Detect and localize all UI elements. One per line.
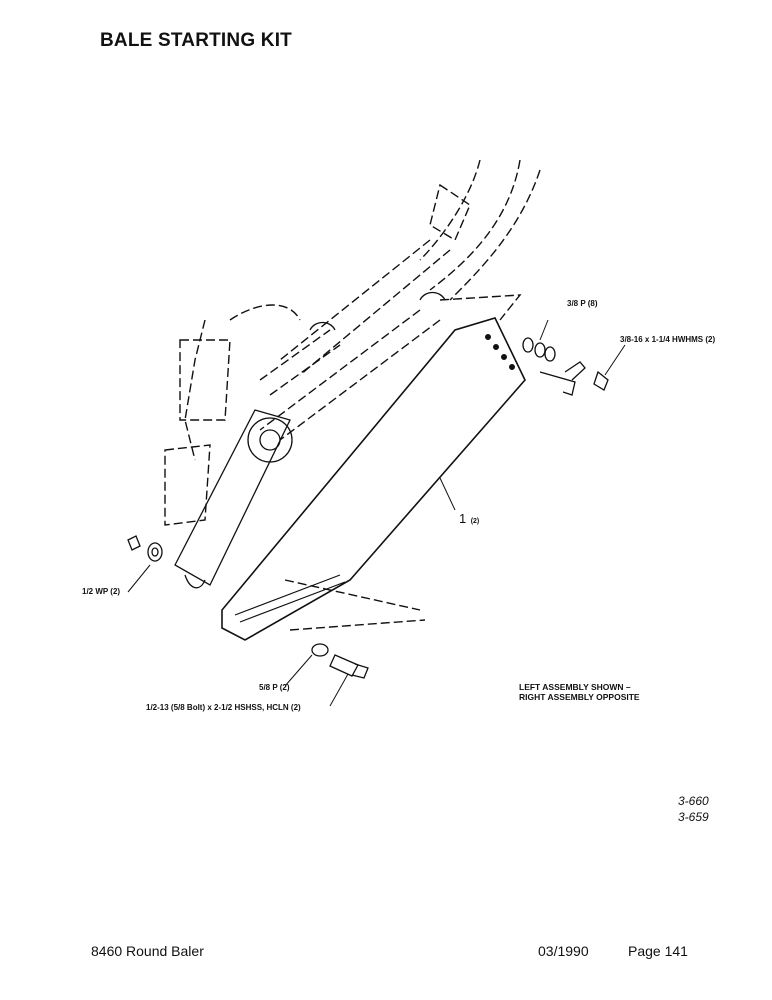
figure-references: 3-660 3-659 — [678, 793, 709, 825]
callout-3-8-washer: 3/8 P (8) — [567, 299, 598, 308]
frame-phantom-lines — [164, 159, 541, 631]
item-quantity: (2) — [470, 518, 480, 525]
pivot-arm — [174, 291, 446, 589]
footer-page: Page 141 — [628, 943, 688, 959]
callout-5-8-washer: 5/8 P (2) — [259, 683, 290, 692]
leader-lines — [127, 319, 626, 707]
figure-ref-1: 3-660 — [678, 794, 709, 808]
callout-1-2-washer: 1/2 WP (2) — [82, 587, 121, 596]
item-number: 1 — [459, 511, 467, 526]
starter-bar — [221, 317, 526, 641]
footer-model: 8460 Round Baler — [91, 943, 204, 959]
assembly-note-line-2: RIGHT ASSEMBLY OPPOSITE — [519, 692, 640, 702]
hardware-lower — [127, 535, 369, 679]
assembly-note-line-1: LEFT ASSEMBLY SHOWN – — [519, 682, 631, 692]
callout-1-2-bolt: 1/2-13 (5/8 Bolt) x 2-1/2 HSHSS, HCLN (2… — [146, 703, 301, 712]
assembly-note: LEFT ASSEMBLY SHOWN – RIGHT ASSEMBLY OPP… — [519, 682, 640, 702]
callout-item-1: 1 (2) — [459, 510, 479, 528]
page-title: BALE STARTING KIT — [100, 30, 292, 51]
callout-3-8-bolt: 3/8-16 x 1-1/4 HWHMS (2) — [620, 335, 716, 344]
footer-date: 03/1990 — [538, 943, 589, 959]
figure-ref-2: 3-659 — [678, 810, 709, 824]
hardware-upper — [522, 337, 609, 396]
